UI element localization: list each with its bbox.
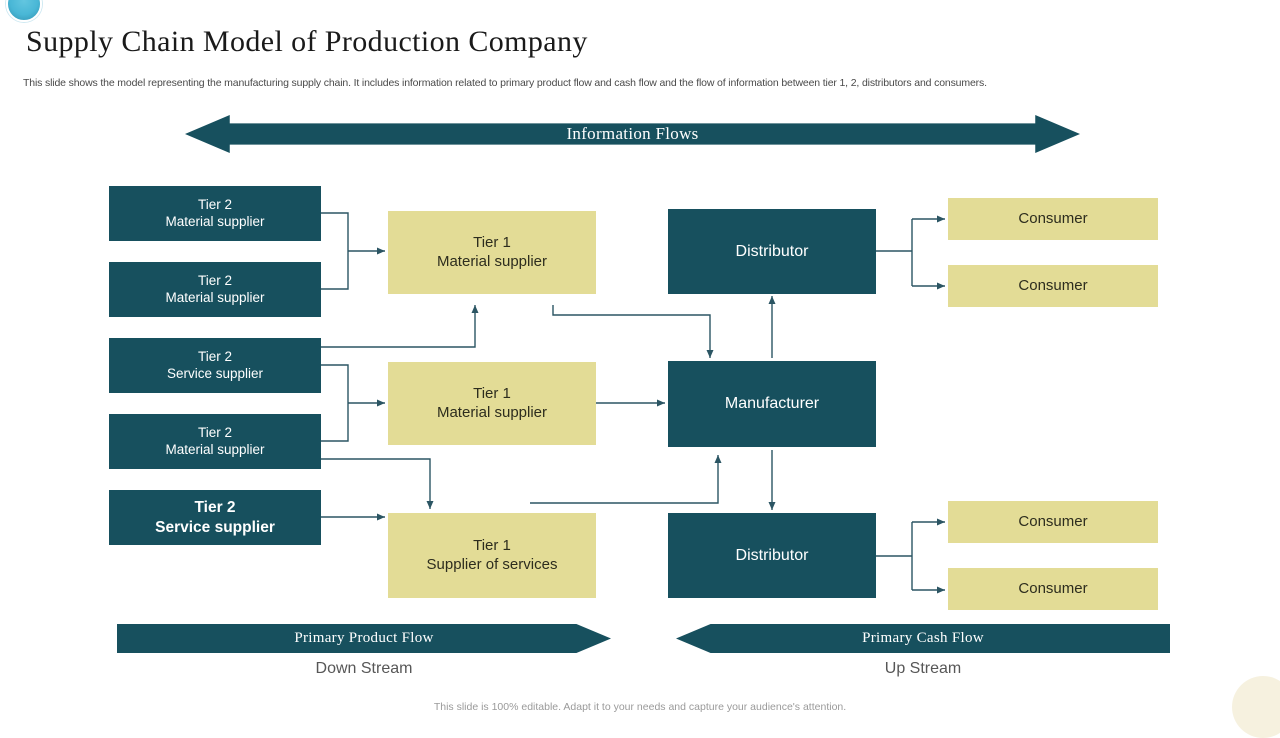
node-line2: Material supplier xyxy=(165,441,265,457)
node-label: Consumer xyxy=(1018,512,1088,530)
node-line1: Tier 2 xyxy=(194,499,236,517)
node-consumer-1[interactable]: Consumer xyxy=(948,198,1158,240)
node-line1: Tier 1 xyxy=(473,233,511,251)
node-line2: Material supplier xyxy=(165,289,265,305)
node-consumer-4[interactable]: Consumer xyxy=(948,568,1158,610)
node-consumer-3[interactable]: Consumer xyxy=(948,501,1158,543)
node-line2: Service supplier xyxy=(155,518,275,536)
page-title: Supply Chain Model of Production Company xyxy=(26,25,588,58)
node-manufacturer[interactable]: Manufacturer xyxy=(668,361,876,447)
node-label: Manufacturer xyxy=(724,395,820,412)
node-tier2-2[interactable]: Tier 2 Material supplier xyxy=(109,262,321,317)
node-tier1-2[interactable]: Tier 1 Material supplier xyxy=(388,362,596,445)
node-tier1-1[interactable]: Tier 1 Material supplier xyxy=(388,211,596,294)
node-line1: Tier 2 xyxy=(197,196,232,212)
footer-note: This slide is 100% editable. Adapt it to… xyxy=(433,701,847,713)
node-label: Consumer xyxy=(1018,276,1088,294)
node-tier1-3[interactable]: Tier 1 Supplier of services xyxy=(388,513,596,598)
node-tier2-1[interactable]: Tier 2 Material supplier xyxy=(109,186,321,241)
information-flows-banner: Information Flows xyxy=(185,115,1080,153)
node-line1: Tier 2 xyxy=(197,424,232,440)
node-tier2-5[interactable]: Tier 2 Service supplier xyxy=(109,490,321,545)
brand-logo-icon xyxy=(6,0,42,22)
node-label: Distributor xyxy=(735,546,809,564)
node-label: Consumer xyxy=(1018,209,1088,227)
up-stream-label: Up Stream xyxy=(884,660,962,677)
node-line1: Tier 2 xyxy=(197,348,232,364)
node-line2: Material supplier xyxy=(436,403,548,421)
page-subtitle: This slide shows the model representing … xyxy=(23,77,987,89)
primary-cash-flow-banner: Primary Cash Flow xyxy=(676,624,1170,653)
node-line2: Material supplier xyxy=(165,213,265,229)
node-tier2-3[interactable]: Tier 2 Service supplier xyxy=(109,338,321,393)
node-label: Consumer xyxy=(1018,579,1088,597)
primary-product-flow-label: Primary Product Flow xyxy=(294,630,434,646)
node-line2: Supplier of services xyxy=(426,555,558,573)
node-line2: Material supplier xyxy=(436,252,548,270)
primary-product-flow-banner: Primary Product Flow xyxy=(117,624,611,653)
node-line2: Service supplier xyxy=(166,365,264,381)
node-tier2-4[interactable]: Tier 2 Material supplier xyxy=(109,414,321,469)
node-distributor-top[interactable]: Distributor xyxy=(668,209,876,294)
node-line1: Tier 2 xyxy=(197,272,232,288)
information-flows-label: Information Flows xyxy=(566,124,699,143)
node-distributor-bottom[interactable]: Distributor xyxy=(668,513,876,598)
node-consumer-2[interactable]: Consumer xyxy=(948,265,1158,307)
down-stream-label: Down Stream xyxy=(315,660,413,677)
primary-cash-flow-label: Primary Cash Flow xyxy=(862,630,984,646)
node-line1: Tier 1 xyxy=(473,536,511,554)
node-label: Distributor xyxy=(735,242,809,260)
node-line1: Tier 1 xyxy=(473,384,511,402)
